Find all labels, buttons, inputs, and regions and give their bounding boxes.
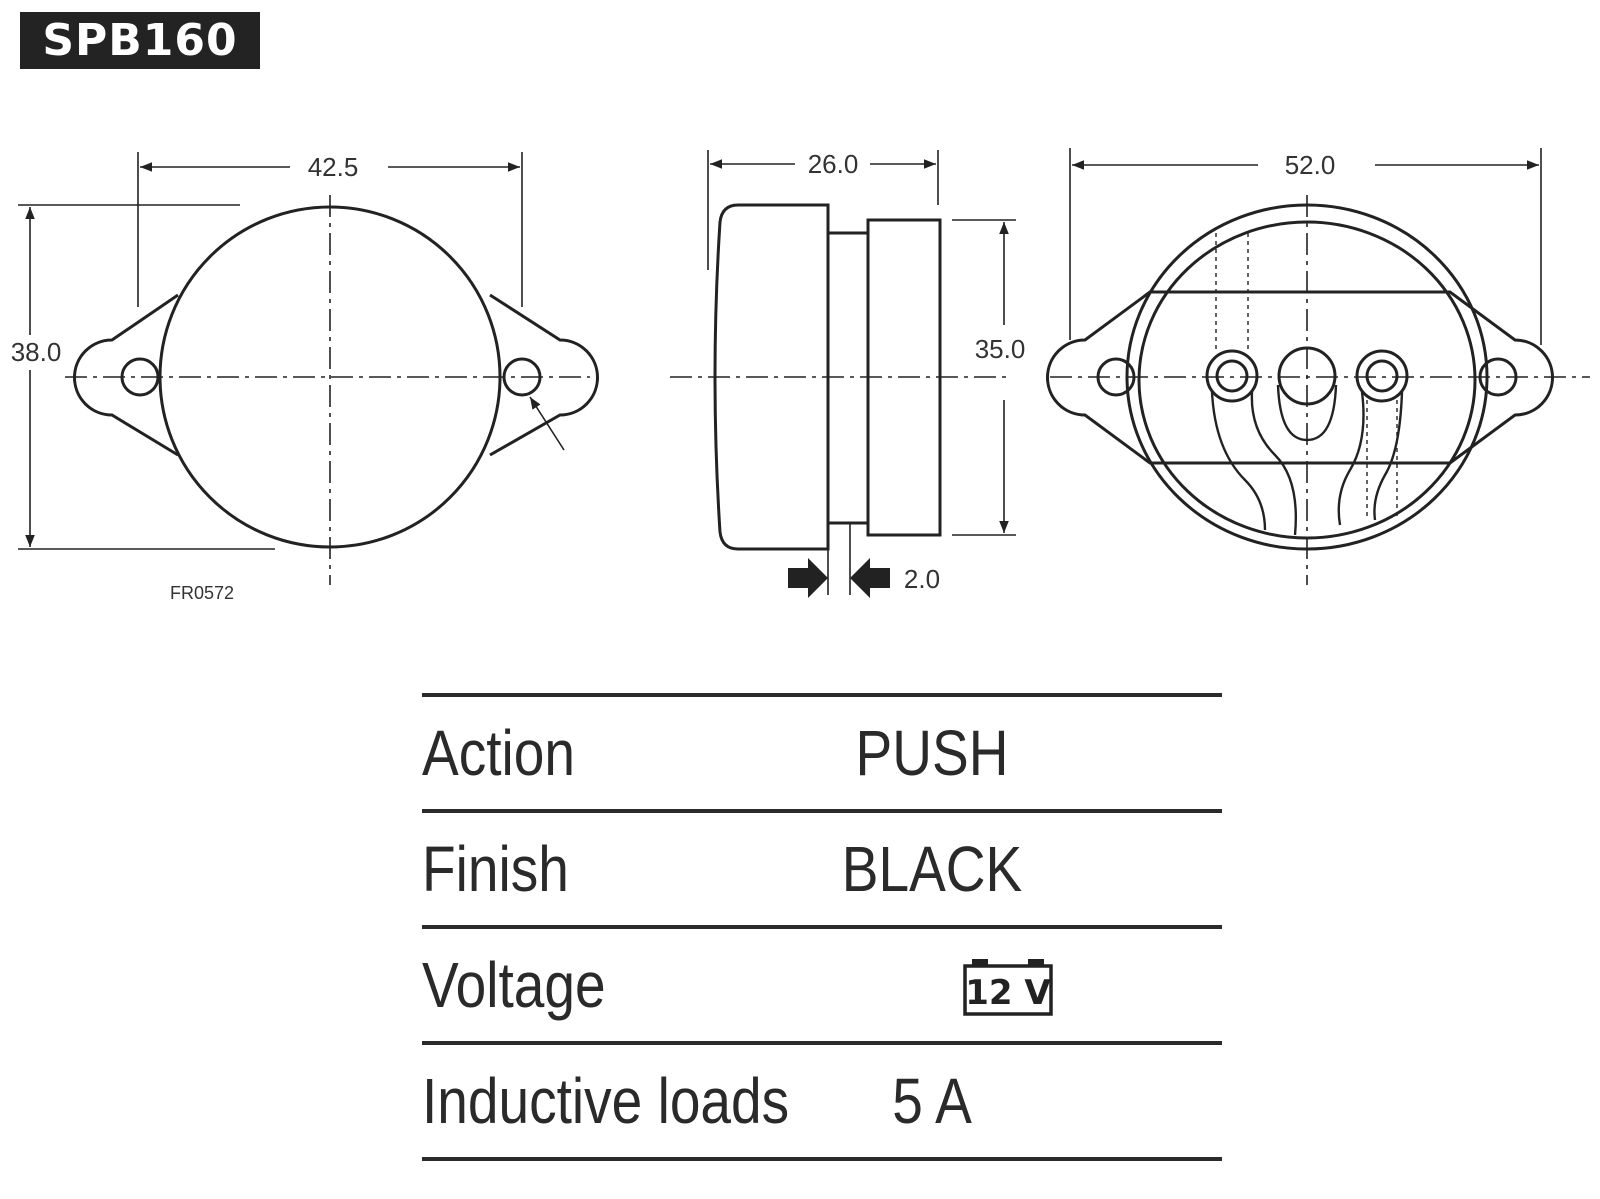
dim-front-height: 38.0 xyxy=(11,337,62,367)
side-neck xyxy=(826,231,870,525)
part-number-badge: SPB160 xyxy=(20,12,260,69)
drawing-code: FR0572 xyxy=(170,583,234,603)
front-dimensions xyxy=(18,152,523,550)
spec-label: Finish xyxy=(422,833,569,905)
spec-row-inductive-loads: Inductive loads 5 A xyxy=(422,1041,1222,1161)
spec-row-voltage: Voltage 12 V xyxy=(422,925,1222,1041)
dim-gap: 2.0 xyxy=(904,564,940,594)
technical-drawing: 42.5 38.0 FR0572 26.0 35.0 2.0 xyxy=(11,148,1590,603)
battery-voltage-label: 12 V xyxy=(965,973,1051,1013)
battery-icon: 12 V xyxy=(963,959,1053,1016)
rear-dimensions xyxy=(1069,148,1542,345)
dim-front-width: 42.5 xyxy=(308,152,359,182)
front-view xyxy=(65,195,599,585)
dim-side-depth: 26.0 xyxy=(808,149,859,179)
side-cap xyxy=(713,203,830,551)
spec-row-finish: Finish BLACK xyxy=(422,809,1222,925)
spec-value: PUSH xyxy=(855,717,1009,789)
spec-table: Action PUSH Finish BLACK Voltage 12 V In… xyxy=(422,693,1222,1161)
side-dimensions xyxy=(707,150,1016,595)
spec-label: Action xyxy=(422,717,575,789)
spec-value: BLACK xyxy=(841,833,1023,905)
dim-side-height: 35.0 xyxy=(975,334,1026,364)
spec-label: Voltage xyxy=(422,949,606,1021)
spec-value: 5 A xyxy=(892,1065,972,1137)
gap-arrows xyxy=(788,558,890,598)
spec-row-action: Action PUSH xyxy=(422,693,1222,809)
rear-view xyxy=(1046,195,1590,585)
side-view xyxy=(670,203,1010,551)
spec-label: Inductive loads xyxy=(422,1065,790,1137)
dim-rear-width: 52.0 xyxy=(1285,150,1336,180)
